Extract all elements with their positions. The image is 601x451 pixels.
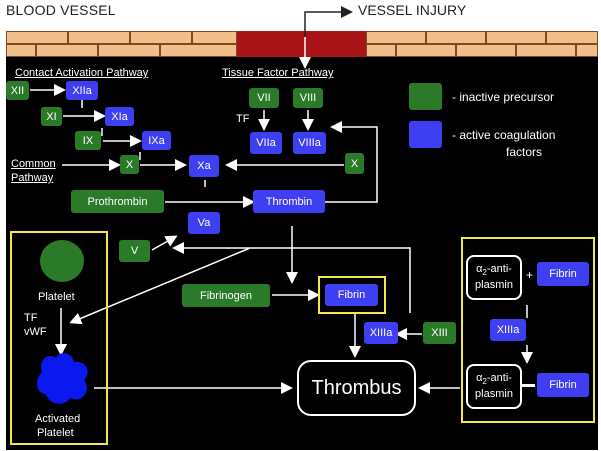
platelet-vwf-label: vWF xyxy=(24,326,47,338)
fibrinolysis-panel xyxy=(461,237,595,423)
wall-brick xyxy=(576,44,598,57)
antiplasmin-anti: -anti- xyxy=(486,262,512,275)
factor-va: Va xyxy=(188,212,220,234)
tf-label: TF xyxy=(236,113,250,125)
legend-active-label-2: factors xyxy=(506,145,543,159)
wall-brick xyxy=(486,31,546,44)
plus-sign: + xyxy=(526,268,534,282)
legend-inactive-label: - inactive precursor xyxy=(452,90,555,104)
factor-ix: IX xyxy=(75,131,101,150)
wall-brick xyxy=(396,44,456,57)
factor-v: V xyxy=(119,240,150,262)
antiplasmin-alpha: α xyxy=(476,262,483,275)
factor-xiia: XIIa xyxy=(66,81,98,100)
wall-brick xyxy=(456,44,516,57)
thrombin: Thrombin xyxy=(253,190,325,213)
wall-brick xyxy=(68,31,130,44)
wall-brick xyxy=(130,31,192,44)
arrow-to-v xyxy=(172,242,411,313)
wall-brick xyxy=(160,44,237,57)
blood-vessel-title: BLOOD VESSEL xyxy=(6,2,116,18)
legend-inactive-swatch xyxy=(409,83,442,110)
wall-brick xyxy=(516,44,576,57)
vessel-damage xyxy=(237,31,366,57)
factor-xia: XIa xyxy=(105,107,134,126)
factor-xa: Xa xyxy=(189,155,219,177)
factor-viiia: VIIIa xyxy=(293,132,326,154)
legend-active-swatch xyxy=(409,121,442,148)
fibrin-bottom: Fibrin xyxy=(537,373,589,397)
thrombus: Thrombus xyxy=(297,360,416,416)
antiplasmin-sub-2: 2 xyxy=(482,377,487,387)
arrow-thrombin-feedback xyxy=(325,121,378,203)
prothrombin: Prothrombin xyxy=(71,190,164,213)
fibrin-top: Fibrin xyxy=(537,262,589,286)
bond-line xyxy=(522,384,535,387)
common-pathway-label-2: Pathway xyxy=(11,172,54,184)
fibrin: Fibrin xyxy=(325,284,378,306)
wall-brick xyxy=(366,31,426,44)
antiplasmin-top: α2-anti- plasmin xyxy=(466,255,522,300)
factor-viii: VIII xyxy=(293,88,323,108)
antiplasmin-plasmin: plasmin xyxy=(475,279,513,292)
factor-x-tissue: X xyxy=(345,153,364,174)
fibrinogen: Fibrinogen xyxy=(182,284,270,307)
activated-platelet-label: Activated xyxy=(35,413,81,425)
arrow-injury-right xyxy=(304,6,353,37)
vessel-wall xyxy=(6,31,598,57)
wall-brick xyxy=(6,44,36,57)
factor-xii: XII xyxy=(6,81,29,100)
fibrinolysis-xiiia: XIIIa xyxy=(490,319,526,341)
antiplasmin-bottom: α2-anti- plasmin xyxy=(466,364,522,409)
wall-brick xyxy=(192,31,237,44)
platelet-label: Platelet xyxy=(38,291,75,303)
fibrin-highlight xyxy=(318,276,386,314)
factor-xi: XI xyxy=(41,107,62,126)
wall-brick xyxy=(6,31,68,44)
factor-viia: VIIa xyxy=(250,132,282,154)
arrow-to-platelet xyxy=(69,247,251,325)
factor-xiii: XIII xyxy=(423,322,456,344)
antiplasmin-anti-2: -anti- xyxy=(486,371,512,384)
antiplasmin-plasmin-2: plasmin xyxy=(475,388,513,401)
platelet-tf-label: TF xyxy=(24,312,38,324)
wall-brick xyxy=(36,44,98,57)
activated-platelet-shape xyxy=(37,353,88,404)
factor-xiiia: XIIIa xyxy=(364,322,398,344)
wall-brick xyxy=(98,44,160,57)
contact-pathway-label: Contact Activation Pathway xyxy=(15,67,149,79)
tissue-pathway-label: Tissue Factor Pathway xyxy=(222,67,334,79)
platelet-shape xyxy=(40,240,84,282)
vessel-injury-label: VESSEL INJURY xyxy=(358,2,467,18)
wall-brick xyxy=(366,44,396,57)
common-pathway-label: Common xyxy=(11,158,56,170)
wall-brick xyxy=(546,31,598,44)
antiplasmin-sub: 2 xyxy=(482,268,487,278)
factor-ixa: IXa xyxy=(142,131,171,150)
activated-platelet-label-2: Platelet xyxy=(37,427,74,439)
factor-x: X xyxy=(120,155,139,174)
wall-brick xyxy=(426,31,486,44)
platelet-panel xyxy=(10,231,108,445)
antiplasmin-alpha-2: α xyxy=(476,371,483,384)
arrow-v-va xyxy=(151,235,178,251)
factor-vii: VII xyxy=(249,88,279,108)
legend-active-label: - active coagulation xyxy=(452,128,556,142)
